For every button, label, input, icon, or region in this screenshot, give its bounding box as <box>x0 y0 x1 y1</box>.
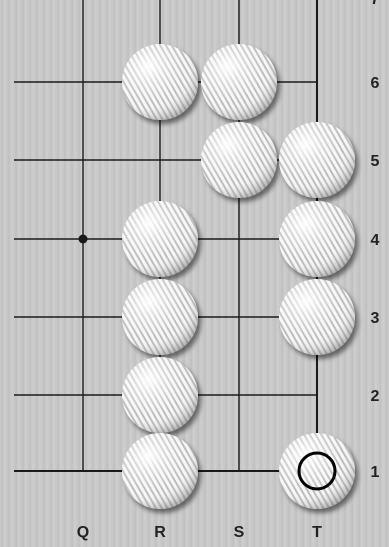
white-stone-r6[interactable] <box>122 44 198 120</box>
row-label-6: 6 <box>371 75 380 92</box>
column-label-r: R <box>154 524 166 541</box>
stone-highlight <box>122 201 198 277</box>
white-stone-t1[interactable] <box>279 433 355 509</box>
white-stone-t4[interactable] <box>279 201 355 277</box>
stone-highlight <box>122 433 198 509</box>
white-stone-r4[interactable] <box>122 201 198 277</box>
stone-highlight <box>201 44 277 120</box>
stone-highlight <box>122 279 198 355</box>
row-label-4: 4 <box>371 232 380 249</box>
column-label-s: S <box>234 524 245 541</box>
row-label-1: 1 <box>371 464 380 481</box>
white-stone-t5[interactable] <box>279 122 355 198</box>
white-stone-s5[interactable] <box>201 122 277 198</box>
white-stone-t3[interactable] <box>279 279 355 355</box>
row-label-3: 3 <box>371 310 380 327</box>
row-label-2: 2 <box>371 388 380 405</box>
stone-highlight <box>279 201 355 277</box>
white-stone-r3[interactable] <box>122 279 198 355</box>
white-stone-s6[interactable] <box>201 44 277 120</box>
stone-highlight <box>279 279 355 355</box>
row-label-top-edge: 7 <box>371 0 380 8</box>
column-label-t: T <box>312 524 322 541</box>
column-label-q: Q <box>77 524 89 541</box>
white-stone-r2[interactable] <box>122 357 198 433</box>
stone-highlight <box>201 122 277 198</box>
star-points <box>79 235 88 244</box>
stone-highlight <box>279 433 355 509</box>
stone-highlight <box>122 44 198 120</box>
star-point <box>79 235 88 244</box>
stone-highlight <box>122 357 198 433</box>
stone-highlight <box>279 122 355 198</box>
row-label-5: 5 <box>371 153 380 170</box>
white-stone-r1[interactable] <box>122 433 198 509</box>
